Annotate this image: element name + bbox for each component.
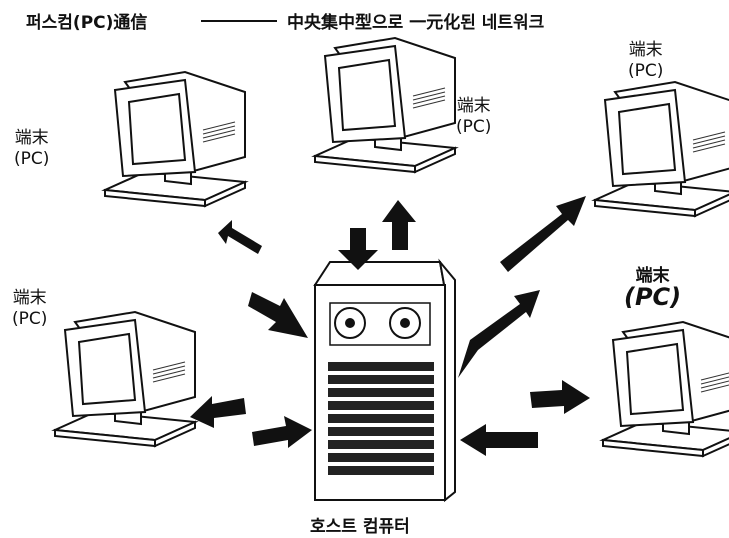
arrows bbox=[190, 196, 590, 456]
arrow-to-top-center bbox=[382, 200, 416, 250]
arrow-to-host-from-top-left bbox=[248, 292, 308, 338]
header-left-text: 퍼스컴(PC)通信 bbox=[26, 13, 148, 33]
terminal-top-left bbox=[104, 71, 246, 207]
header-divider-line bbox=[201, 20, 277, 22]
terminal-mid-right bbox=[602, 321, 729, 457]
host-caption: 호스트 컴퓨터 bbox=[310, 517, 410, 537]
terminal-label-line2: (PC) bbox=[624, 283, 682, 311]
terminal-label-line2: (PC) bbox=[456, 117, 492, 137]
arrow-to-host-from-top-right bbox=[458, 290, 540, 378]
terminal-label-line2: (PC) bbox=[14, 149, 50, 169]
terminal-top-center bbox=[314, 37, 456, 173]
terminal-label-top-center: 端末 (PC) bbox=[456, 96, 491, 138]
terminal-label-line2: (PC) bbox=[628, 61, 664, 81]
terminal-top-right bbox=[594, 81, 729, 217]
arrow-to-mid-left bbox=[190, 396, 246, 428]
arrow-to-top-left bbox=[218, 220, 262, 254]
terminal-label-top-left: 端末 (PC) bbox=[14, 128, 49, 170]
terminal-label-line1: 端末 bbox=[635, 266, 670, 286]
terminal-label-line1: 端末 bbox=[628, 40, 663, 60]
terminal-label-mid-left: 端末 (PC) bbox=[12, 288, 47, 330]
arrow-to-top-right bbox=[500, 196, 586, 272]
arrow-to-host-from-top-center bbox=[338, 228, 378, 270]
header-right-text: 中央集中型으로 一元化된 네트워크 bbox=[287, 13, 545, 33]
terminal-mid-left bbox=[54, 311, 196, 447]
host-computer bbox=[313, 258, 456, 503]
terminal-label-line1: 端末 bbox=[14, 128, 49, 148]
terminal-label-mid-right: 端末 (PC) bbox=[624, 266, 682, 311]
terminal-label-top-right: 端末 (PC) bbox=[628, 40, 663, 82]
terminal-label-line2: (PC) bbox=[12, 309, 48, 329]
arrow-to-host-from-mid-left bbox=[252, 416, 312, 448]
terminal-label-line1: 端末 bbox=[456, 96, 491, 116]
terminal-label-line1: 端末 bbox=[12, 288, 47, 308]
arrow-to-mid-right bbox=[530, 380, 590, 414]
arrow-to-host-from-mid-right bbox=[460, 424, 538, 456]
